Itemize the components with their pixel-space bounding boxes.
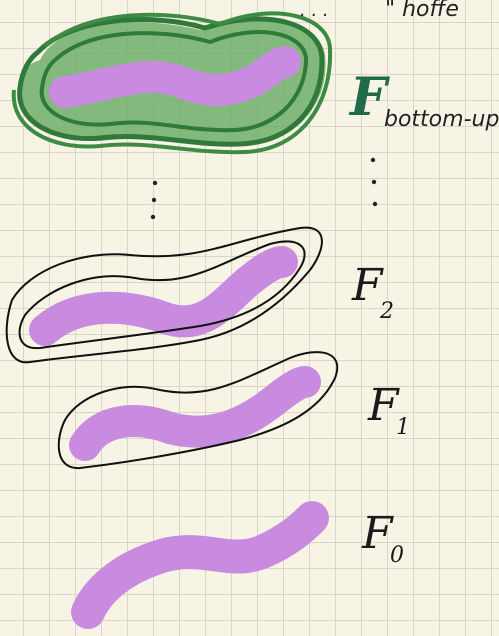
label-f1: F 1 <box>367 380 410 440</box>
ellipsis-left <box>151 181 157 219</box>
f0-subscript: 0 <box>390 543 404 568</box>
level-f1 <box>59 352 337 468</box>
top-note: " hoffe <box>385 0 459 22</box>
ellipsis-right <box>371 158 377 206</box>
f-bottom-up-subscript: bottom-up <box>384 107 499 132</box>
label-f0: F 0 <box>361 508 404 568</box>
level-f0 <box>88 518 312 612</box>
purple-stroke-f0 <box>88 518 312 612</box>
top-dots: . . . <box>300 0 329 21</box>
f2-subscript: 2 <box>379 299 394 324</box>
purple-stroke-f2 <box>45 262 282 330</box>
label-f2: F 2 <box>351 260 394 324</box>
label-f-bottom-up: F bottom-up <box>348 67 499 132</box>
bottom-up-region <box>14 13 330 152</box>
level-f2 <box>7 228 322 363</box>
f1-subscript: 1 <box>396 415 410 440</box>
